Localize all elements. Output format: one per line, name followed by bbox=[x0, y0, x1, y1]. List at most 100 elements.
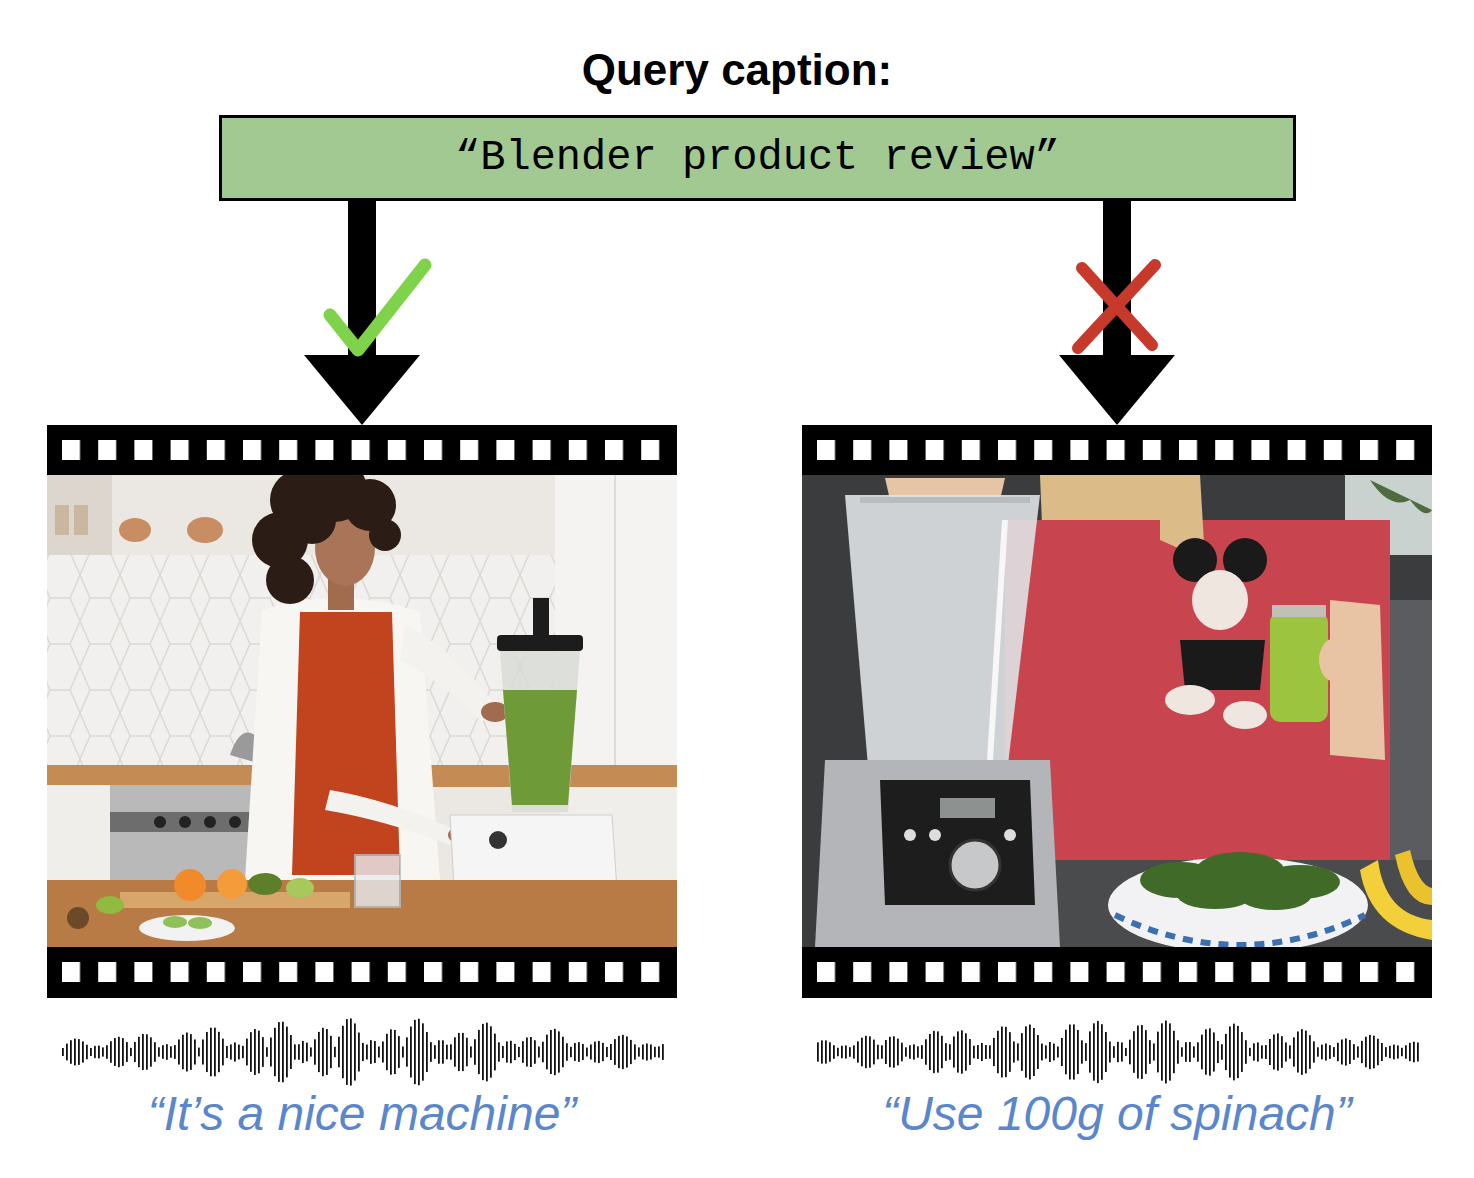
waveform-bar bbox=[1237, 1026, 1239, 1078]
waveform-bar bbox=[849, 1047, 851, 1057]
waveform-bar bbox=[98, 1046, 100, 1059]
waveform-bar bbox=[506, 1041, 508, 1062]
waveform-bar bbox=[901, 1043, 903, 1062]
waveform-bar bbox=[1169, 1023, 1171, 1080]
waveform-bar bbox=[198, 1048, 200, 1057]
waveform-bar bbox=[1249, 1048, 1251, 1056]
waveform-bar bbox=[230, 1044, 232, 1059]
waveform-bar bbox=[1065, 1030, 1067, 1075]
waveform-bar bbox=[1329, 1045, 1331, 1059]
waveform-bar bbox=[1373, 1036, 1375, 1069]
waveform-bar bbox=[534, 1040, 536, 1063]
waveform-bar bbox=[925, 1039, 927, 1064]
waveform-bar bbox=[821, 1040, 823, 1063]
waveform-bar bbox=[526, 1037, 528, 1066]
waveform-bar bbox=[1017, 1043, 1019, 1060]
waveform-bar bbox=[1161, 1023, 1163, 1080]
waveform-bar bbox=[1397, 1045, 1399, 1058]
waveform-bar bbox=[893, 1036, 895, 1067]
waveform-bar bbox=[346, 1019, 348, 1085]
waveform-bar bbox=[1297, 1031, 1299, 1072]
waveform-bar bbox=[1289, 1045, 1291, 1058]
waveform-bar bbox=[334, 1047, 336, 1057]
waveform-bar bbox=[538, 1047, 540, 1058]
waveform-bar bbox=[178, 1039, 180, 1064]
waveform-bar bbox=[350, 1018, 352, 1085]
waveform-bar bbox=[1257, 1042, 1259, 1061]
waveform-bar bbox=[825, 1040, 827, 1063]
waveform-bar bbox=[570, 1047, 572, 1057]
waveform-bar bbox=[310, 1047, 312, 1056]
waveform-bar bbox=[410, 1027, 412, 1078]
waveform-bar bbox=[1061, 1038, 1063, 1066]
waveform-bar bbox=[1133, 1031, 1135, 1073]
waveform-bar bbox=[1377, 1039, 1379, 1066]
waveform-bar bbox=[182, 1035, 184, 1070]
waveform-bar bbox=[937, 1031, 939, 1072]
waveform-bar bbox=[494, 1034, 496, 1071]
waveform-bar bbox=[897, 1039, 899, 1066]
waveform-bar bbox=[1301, 1029, 1303, 1075]
waveform-bar bbox=[342, 1026, 344, 1078]
waveform-bar bbox=[454, 1037, 456, 1066]
waveform-bar bbox=[873, 1040, 875, 1065]
waveform-bar bbox=[466, 1038, 468, 1067]
waveform-bar bbox=[582, 1044, 584, 1060]
waveform-bar bbox=[1089, 1031, 1091, 1072]
waveform-bar bbox=[1157, 1032, 1159, 1073]
waveform-bar bbox=[358, 1033, 360, 1072]
waveform-bar bbox=[558, 1031, 560, 1072]
video-frame: “Use 100g of spinach” bbox=[802, 425, 1432, 998]
waveform-bar bbox=[102, 1047, 104, 1056]
waveform-bar bbox=[1409, 1043, 1411, 1061]
waveform-bar bbox=[1341, 1040, 1343, 1065]
waveform-bar bbox=[606, 1047, 608, 1057]
waveform-bar bbox=[434, 1045, 436, 1059]
waveform-bar bbox=[82, 1041, 84, 1062]
waveform-bar bbox=[250, 1032, 252, 1072]
waveform-bar bbox=[274, 1028, 276, 1076]
waveform-bar bbox=[362, 1043, 364, 1061]
arrow-head bbox=[304, 355, 420, 425]
waveform-bar bbox=[390, 1029, 392, 1074]
waveform-bar bbox=[1349, 1040, 1351, 1064]
waveform-bar bbox=[1185, 1042, 1187, 1062]
waveform-bar bbox=[885, 1040, 887, 1064]
waveform-bar bbox=[865, 1036, 867, 1068]
waveform-bar bbox=[398, 1036, 400, 1068]
waveform-bar bbox=[841, 1046, 843, 1059]
arrow-head bbox=[1059, 355, 1175, 425]
waveform-bar bbox=[654, 1047, 656, 1057]
waveform-bar bbox=[1109, 1042, 1111, 1063]
waveform-bar bbox=[650, 1044, 652, 1059]
waveform-bar bbox=[574, 1043, 576, 1061]
waveform-bar bbox=[318, 1032, 320, 1072]
audio-waveforms bbox=[62, 1018, 1419, 1085]
waveform-bar bbox=[470, 1046, 472, 1057]
waveform-bar bbox=[1357, 1046, 1359, 1057]
waveform-bar bbox=[514, 1044, 516, 1060]
waveform-bar bbox=[258, 1031, 260, 1074]
waveform-bar bbox=[933, 1031, 935, 1073]
waveform-bar bbox=[1113, 1046, 1115, 1058]
waveform-bar bbox=[829, 1042, 831, 1062]
waveform-bar bbox=[502, 1046, 504, 1058]
waveform-bar bbox=[266, 1047, 268, 1057]
waveform-bar bbox=[486, 1023, 488, 1082]
waveform-bar bbox=[1261, 1045, 1263, 1058]
waveform-bar bbox=[1353, 1044, 1355, 1060]
waveform-bar bbox=[278, 1022, 280, 1082]
waveform-bar bbox=[1325, 1043, 1327, 1060]
waveform-bar bbox=[62, 1048, 64, 1056]
waveform-bar bbox=[1209, 1028, 1211, 1075]
waveform-bar bbox=[354, 1023, 356, 1080]
cross-mark bbox=[1078, 265, 1155, 348]
down-arrow bbox=[1059, 201, 1175, 425]
waveform-bar bbox=[294, 1044, 296, 1059]
waveform-bar bbox=[989, 1045, 991, 1058]
waveform-bar bbox=[586, 1048, 588, 1057]
waveform-bar bbox=[1141, 1025, 1143, 1079]
waveform-bar bbox=[1029, 1025, 1031, 1080]
waveform-bar bbox=[1129, 1040, 1131, 1065]
waveform-bar bbox=[917, 1046, 919, 1057]
